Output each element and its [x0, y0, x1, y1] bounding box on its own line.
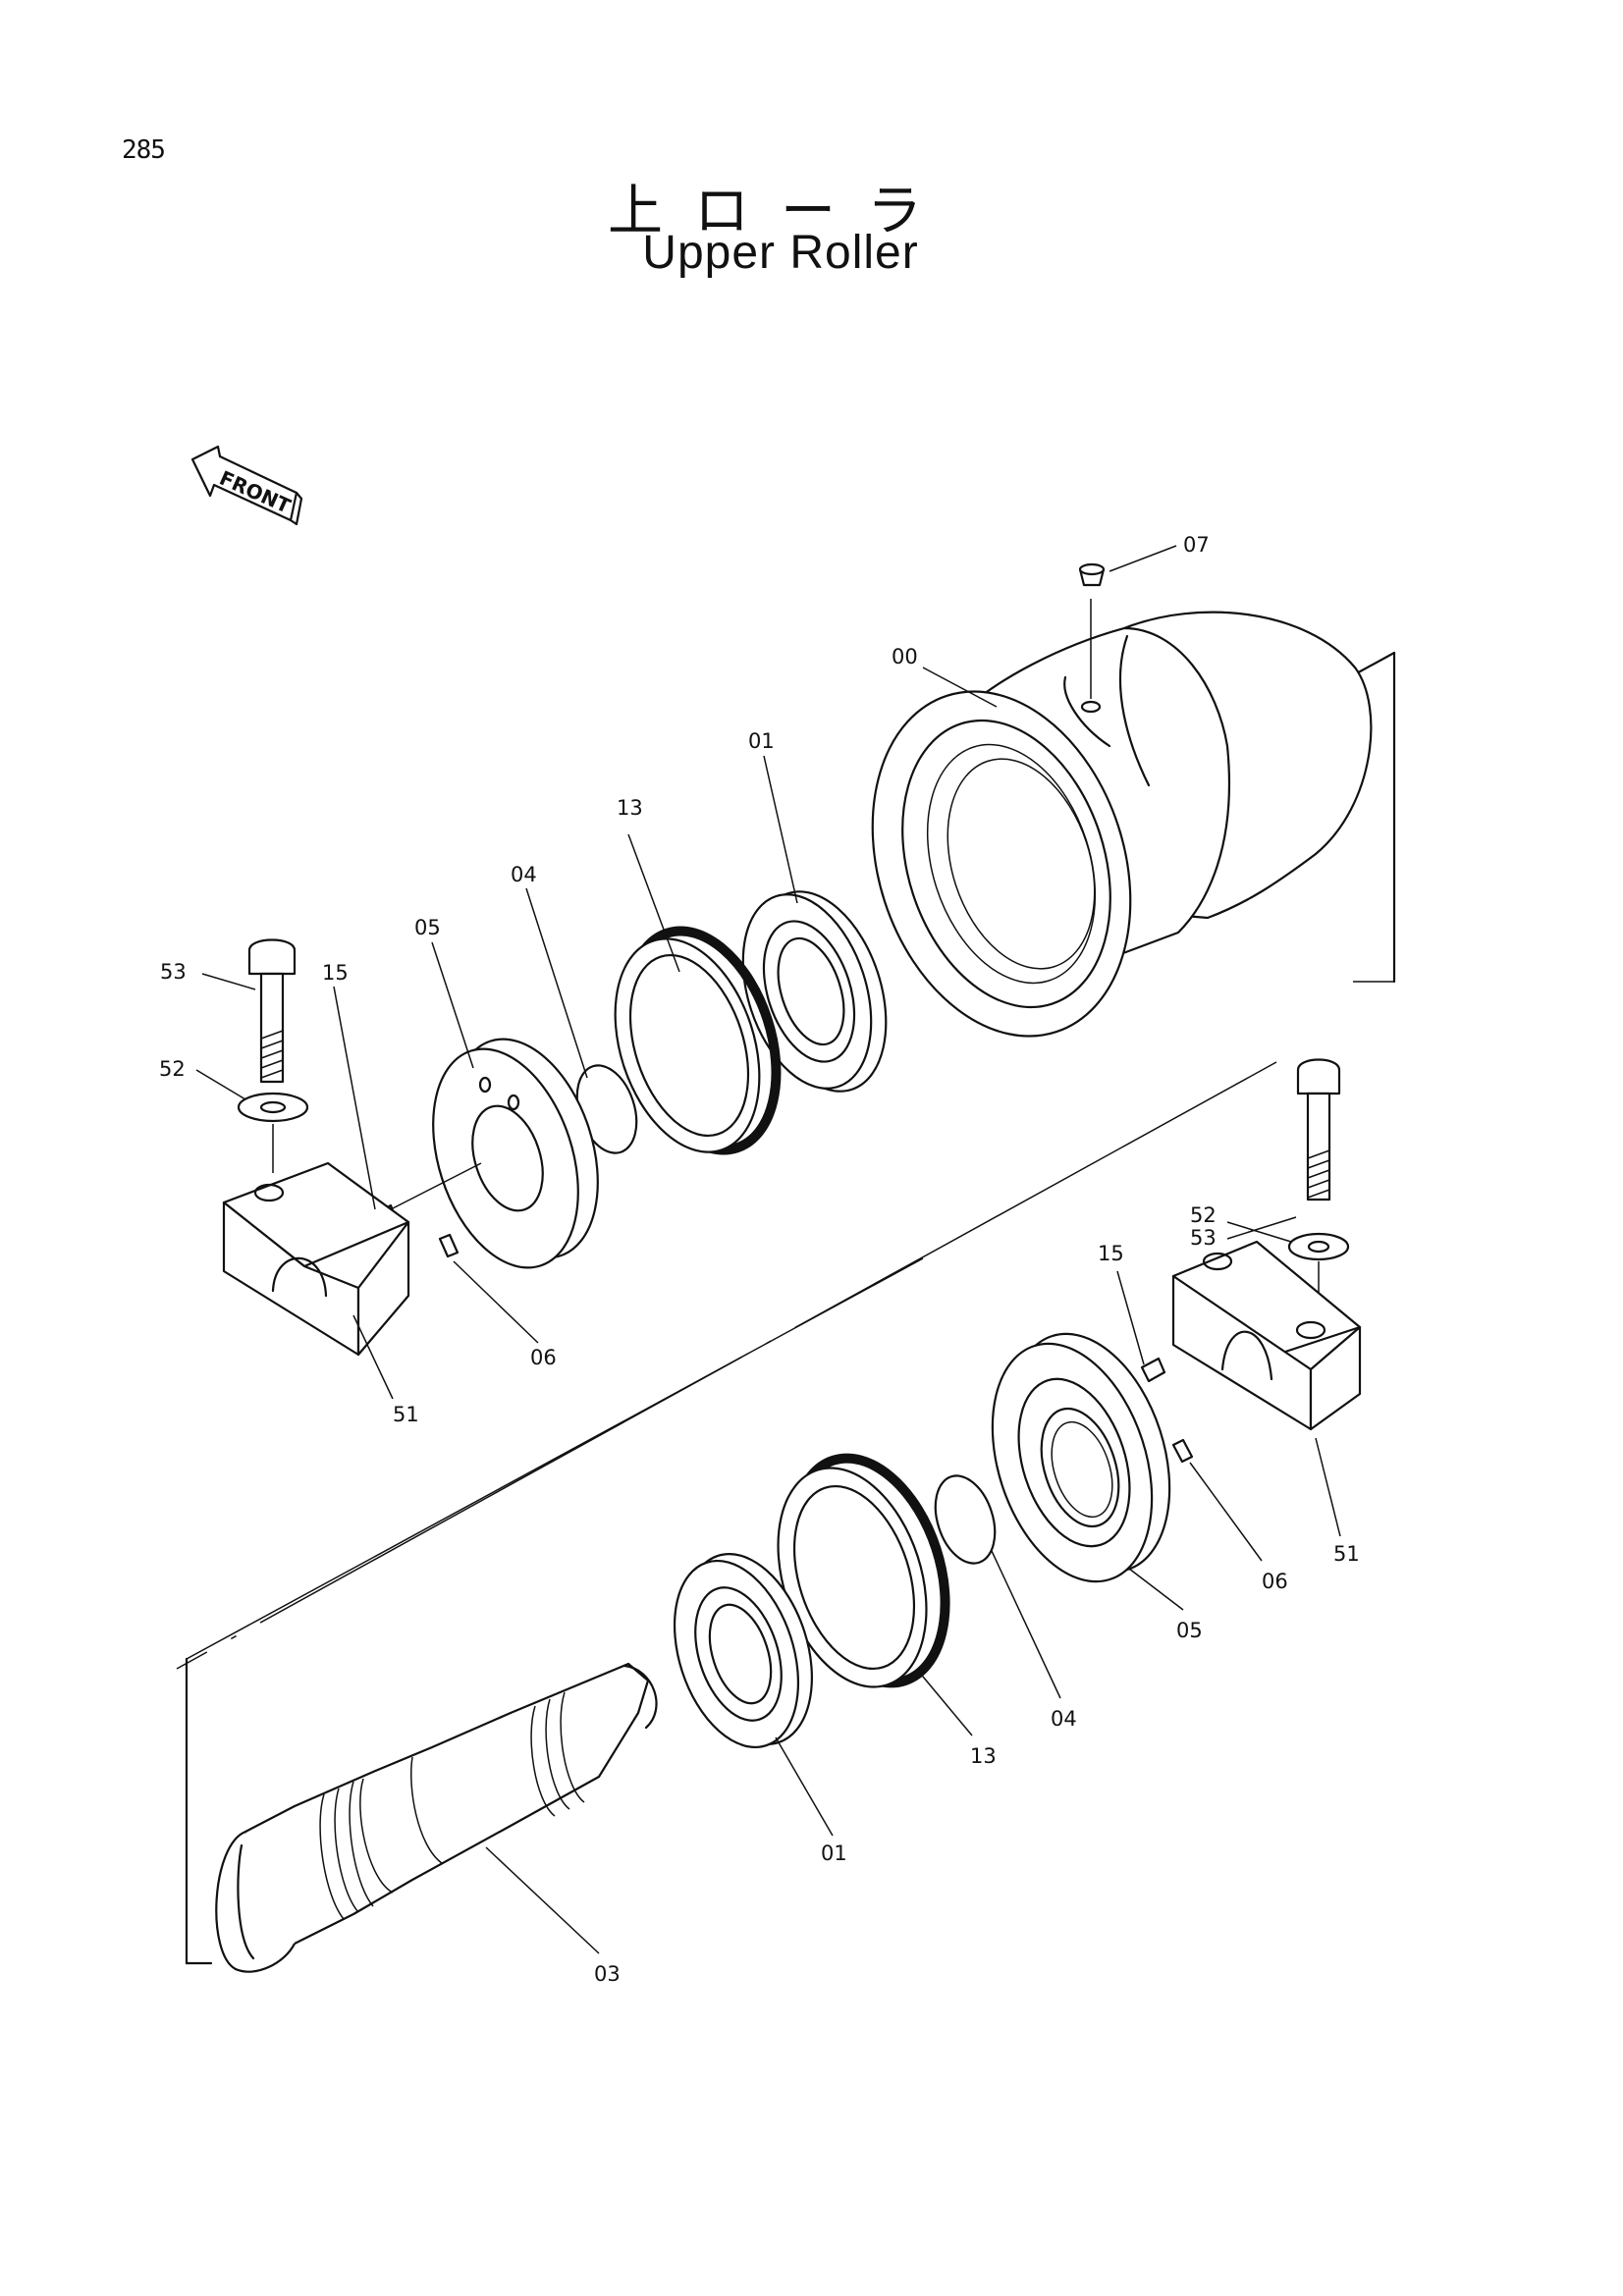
callout-label: 06	[530, 1346, 557, 1369]
set-screw-left	[438, 1233, 460, 1258]
leader-lines	[195, 545, 1341, 1954]
washer-right	[1287, 1232, 1350, 1261]
floating-seal-bottom	[777, 1453, 950, 1688]
callout-label: 04	[511, 863, 537, 886]
bracket-right	[1171, 1240, 1362, 1431]
cover-bottom	[991, 1332, 1171, 1583]
bolt-right	[1296, 1058, 1341, 1201]
callout-label: 53	[160, 960, 187, 984]
callout-label: 07	[1183, 533, 1210, 557]
callout-label: 05	[1176, 1619, 1203, 1642]
o-ring-bottom	[934, 1474, 997, 1565]
callout-label: 00	[892, 645, 918, 668]
shaft	[215, 1662, 658, 1973]
floating-seal-top	[614, 926, 782, 1155]
callout-label: 53	[1190, 1226, 1217, 1250]
callout-label: 13	[970, 1744, 997, 1768]
callout-label: 15	[1098, 1242, 1124, 1265]
bolt-left	[247, 938, 297, 1084]
callout-label: 03	[594, 1962, 621, 1986]
bracket-left	[222, 1161, 410, 1357]
set-screw-right	[1171, 1438, 1194, 1464]
cover-top	[432, 1038, 599, 1269]
callout-label: 51	[1333, 1542, 1360, 1566]
bearing-bottom	[673, 1553, 813, 1749]
washer-left	[237, 1092, 309, 1123]
callout-labels: 07 00 01 13 04 05 15 53 52 06 51 53 52 1…	[159, 533, 1360, 1986]
roller-body	[871, 599, 1373, 1038]
callout-label: 01	[748, 729, 775, 753]
callout-label: 04	[1051, 1707, 1077, 1731]
callout-label: 15	[322, 961, 349, 985]
callout-label: 01	[821, 1842, 847, 1865]
callout-label: 52	[159, 1057, 186, 1081]
plug-07	[1078, 562, 1106, 587]
reference-frame	[176, 651, 1396, 1965]
callout-label: 51	[393, 1403, 419, 1426]
callout-label: 06	[1262, 1570, 1288, 1593]
callout-label: 13	[617, 796, 643, 820]
page-number: 285	[122, 135, 166, 165]
callout-label: 52	[1190, 1203, 1217, 1227]
page-title: Upper Roller	[642, 227, 919, 279]
pin-right	[1140, 1357, 1166, 1383]
front-arrow-icon: FRONT	[190, 445, 303, 526]
callout-label: 05	[414, 916, 441, 939]
page-title-japanese: 上ローラ	[608, 180, 953, 243]
